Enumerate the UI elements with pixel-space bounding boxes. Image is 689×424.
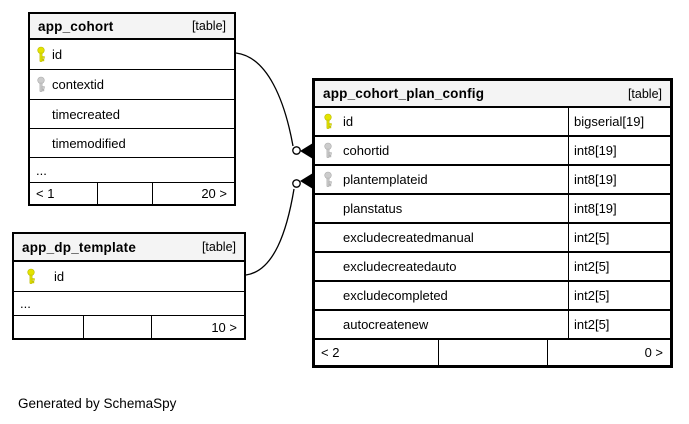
table-row: autocreatenew int2[5] [315,311,670,340]
table-name: app_cohort_plan_config [323,86,485,101]
column-type: int8[19] [568,166,670,193]
table-footer: < 2 0 > [315,340,670,365]
table-row: excludecreatedmanual int2[5] [315,224,670,253]
column-name: excludecreatedmanual [343,230,474,245]
table-header: app_cohort_plan_config [table] [315,81,670,108]
table-node-app-dp-template[interactable]: app_dp_template [table] id ... 10 > [12,232,246,340]
table-row: id [14,262,244,292]
table-row: id bigserial[19] [315,108,670,137]
column-type: int2[5] [568,253,670,280]
table-row: excludecompleted int2[5] [315,282,670,311]
table-row: plantemplateid int8[19] [315,166,670,195]
column-name: id [343,114,354,129]
column-name: plantemplateid [343,172,428,187]
footer-children-count: 0 > [644,345,663,360]
column-name: timemodified [52,135,126,151]
footer-middle-cell [439,340,548,365]
relationship-cohortid [235,52,313,159]
table-name: app_dp_template [22,239,137,255]
footer-children-count: 10 > [211,319,237,335]
footer-middle-cell [98,183,153,204]
table-row: excludecreatedauto int2[5] [315,253,670,282]
table-row: planstatus int8[19] [315,195,670,224]
column-name: timecreated [52,106,120,122]
column-name: excludecreatedauto [343,259,457,274]
hidden-columns-ellipsis: ... [30,158,234,183]
table-row: cohortid int8[19] [315,137,670,166]
table-header: app_cohort [table] [30,14,234,40]
hidden-columns-ellipsis: ... [14,292,244,316]
primary-key-icon [36,46,52,63]
table-footer: 10 > [14,316,244,338]
column-name: cohortid [343,143,390,158]
column-name: planstatus [343,201,403,216]
table-type-badge: [table] [191,19,226,33]
column-name: contextid [52,77,105,92]
table-header: app_dp_template [table] [14,234,244,262]
relationship-plantemplateid [245,173,313,276]
table-node-app-cohort[interactable]: app_cohort [table] id contextid timecrea… [28,12,236,206]
column-name: excludecompleted [343,288,448,303]
column-name: id [54,269,65,284]
zero-cardinality-circle-icon [292,146,301,155]
footer-parents-count [14,316,84,338]
table-node-app-cohort-plan-config[interactable]: app_cohort_plan_config [table] id bigser… [312,78,673,368]
column-type: bigserial[19] [568,108,670,135]
table-row: id [30,40,234,70]
generator-credit: Generated by SchemaSpy [18,396,177,411]
table-name: app_cohort [38,18,114,34]
foreign-key-icon [323,142,343,159]
column-type: int8[19] [568,195,670,222]
foreign-key-icon [36,76,52,93]
column-type: int2[5] [568,311,670,338]
column-type: int8[19] [568,137,670,164]
primary-key-icon [26,268,54,285]
column-type: int2[5] [568,282,670,309]
column-type: int2[5] [568,224,670,251]
primary-key-icon [323,113,343,130]
table-row: timemodified [30,129,234,158]
table-type-badge: [table] [627,86,662,101]
table-footer: < 1 20 > [30,183,234,204]
foreign-key-icon [323,171,343,188]
footer-parents-count: < 1 [30,183,98,204]
footer-middle-cell [84,316,152,338]
footer-children-count: 20 > [201,186,227,201]
column-name: id [52,47,63,62]
footer-parents-count: < 2 [315,340,439,365]
table-type-badge: [table] [201,240,236,254]
table-row: timecreated [30,100,234,129]
column-name: autocreatenew [343,317,429,332]
zero-cardinality-circle-icon [292,179,301,188]
table-row: contextid [30,70,234,100]
